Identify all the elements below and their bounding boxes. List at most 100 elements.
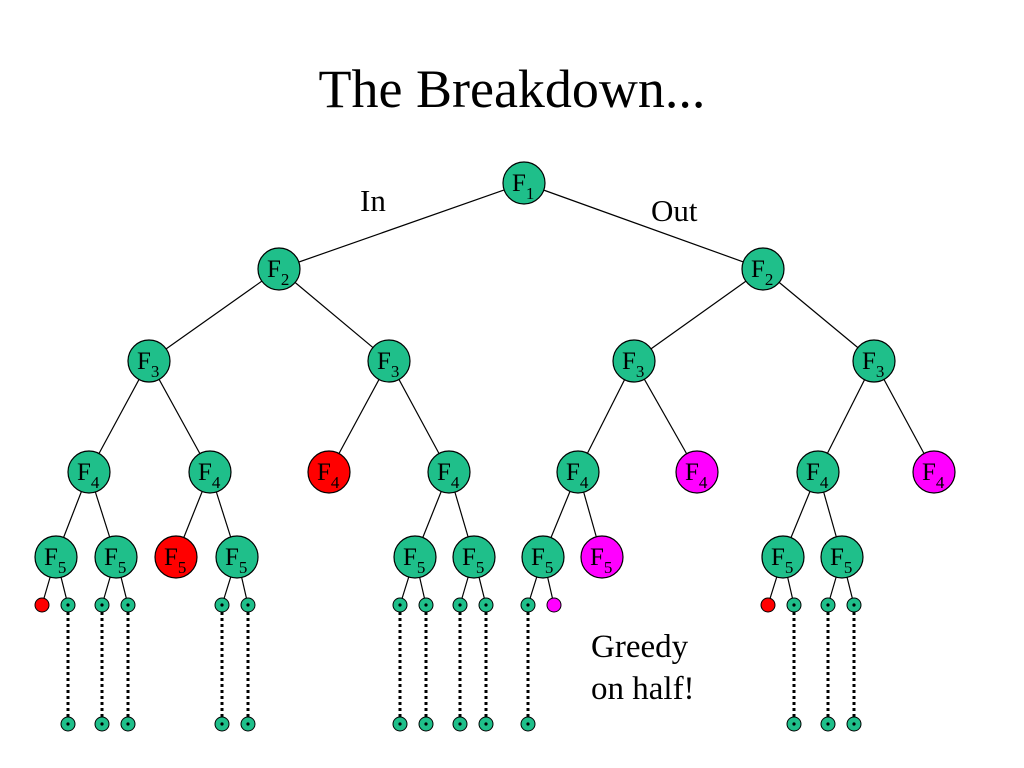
node-circle (912, 450, 956, 494)
tree-node-f4b: F4 (188, 450, 232, 494)
tree-node-f3a: F3 (127, 339, 171, 383)
node-label: F5 (590, 544, 612, 577)
tree-node-f5e: F5 (393, 535, 437, 579)
tree-edge (633, 268, 764, 362)
node-circle (257, 247, 301, 291)
leaf-dot-end (240, 716, 256, 732)
tree-node-f3d: F3 (852, 339, 896, 383)
node-label: F2 (267, 256, 289, 289)
leaf-dot-end (94, 716, 110, 732)
leaf-dot (786, 597, 802, 613)
tree-node-f5a: F5 (34, 535, 78, 579)
node-circle (452, 535, 496, 579)
tree-edge (278, 268, 390, 362)
leaf-dot (418, 597, 434, 613)
leaf-dot (120, 597, 136, 613)
node-circle (307, 450, 351, 494)
tree-node-f5g: F5 (521, 535, 565, 579)
leaf-dot (214, 597, 230, 613)
node-label: F5 (771, 544, 793, 577)
node-circle (34, 535, 78, 579)
tree-edge (278, 182, 525, 270)
leaf-dot-end (820, 716, 836, 732)
node-circle (127, 339, 171, 383)
leaf-dot (392, 597, 408, 613)
node-label: F5 (403, 544, 425, 577)
tree-node-f2a: F2 (257, 247, 301, 291)
node-label: F5 (462, 544, 484, 577)
node-circle (154, 535, 198, 579)
node-circle (580, 535, 624, 579)
node-label: F3 (377, 348, 399, 381)
node-circle (852, 339, 896, 383)
tree-node-f4h: F4 (912, 450, 956, 494)
node-label: F4 (685, 459, 708, 492)
tree-edge (762, 268, 875, 362)
node-circle (393, 535, 437, 579)
node-circle (215, 535, 259, 579)
leaf-dot-end (846, 716, 862, 732)
tree-node-f1: F1 (502, 161, 546, 205)
node-circle (188, 450, 232, 494)
node-label: F4 (198, 459, 221, 492)
node-circle (675, 450, 719, 494)
node-circle (612, 339, 656, 383)
node-label: F5 (830, 544, 852, 577)
leaf-dot (240, 597, 256, 613)
leaf-dot-end (392, 716, 408, 732)
node-label: F5 (225, 544, 247, 577)
node-label: F4 (437, 459, 460, 492)
node-circle (94, 535, 138, 579)
node-label: F4 (77, 459, 100, 492)
leaf-dot (94, 597, 110, 613)
leaf-dot-end (418, 716, 434, 732)
node-circle (521, 535, 565, 579)
tree-node-f5f: F5 (452, 535, 496, 579)
leaf-dot (760, 597, 776, 613)
tree-node-f3b: F3 (367, 339, 411, 383)
tree-node-f5d: F5 (215, 535, 259, 579)
node-label: F4 (806, 459, 829, 492)
node-label: F5 (44, 544, 66, 577)
leaf-dots (34, 597, 862, 732)
node-circle (761, 535, 805, 579)
node-label: F5 (531, 544, 553, 577)
leaf-dot (478, 597, 494, 613)
node-label: F3 (862, 348, 884, 381)
node-circle (796, 450, 840, 494)
node-circle (820, 535, 864, 579)
dotted-continuations (66, 612, 856, 717)
tree-node-f4a: F4 (67, 450, 111, 494)
node-label: F1 (512, 170, 534, 203)
edge-label-in: In (360, 183, 386, 218)
slide-title: The Breakdown... (318, 59, 706, 119)
tree-edge (523, 182, 764, 270)
node-circle (67, 450, 111, 494)
leaf-dot (452, 597, 468, 613)
annotation-line-1: Greedy (591, 629, 689, 665)
leaf-dot (520, 597, 536, 613)
tree-node-f4g: F4 (796, 450, 840, 494)
leaf-dot (546, 597, 562, 613)
leaf-dot-end (120, 716, 136, 732)
node-label: F2 (751, 256, 773, 289)
leaf-dot (60, 597, 76, 613)
tree-node-f5b: F5 (94, 535, 138, 579)
tree-node-f5h: F5 (580, 535, 624, 579)
node-circle (556, 450, 600, 494)
annotation-line-2: on half! (591, 671, 695, 707)
tree-edge (148, 268, 280, 362)
node-label: F4 (566, 459, 589, 492)
node-label: F5 (104, 544, 126, 577)
leaf-dot-end (60, 716, 76, 732)
leaf-dot-end (452, 716, 468, 732)
leaf-dot-end (520, 716, 536, 732)
node-label: F4 (922, 459, 945, 492)
node-circle (502, 161, 546, 205)
node-label: F3 (137, 348, 159, 381)
leaf-dot-end (786, 716, 802, 732)
tree-node-f5c: F5 (154, 535, 198, 579)
leaf-dot (34, 597, 50, 613)
tree-node-f5i: F5 (761, 535, 805, 579)
